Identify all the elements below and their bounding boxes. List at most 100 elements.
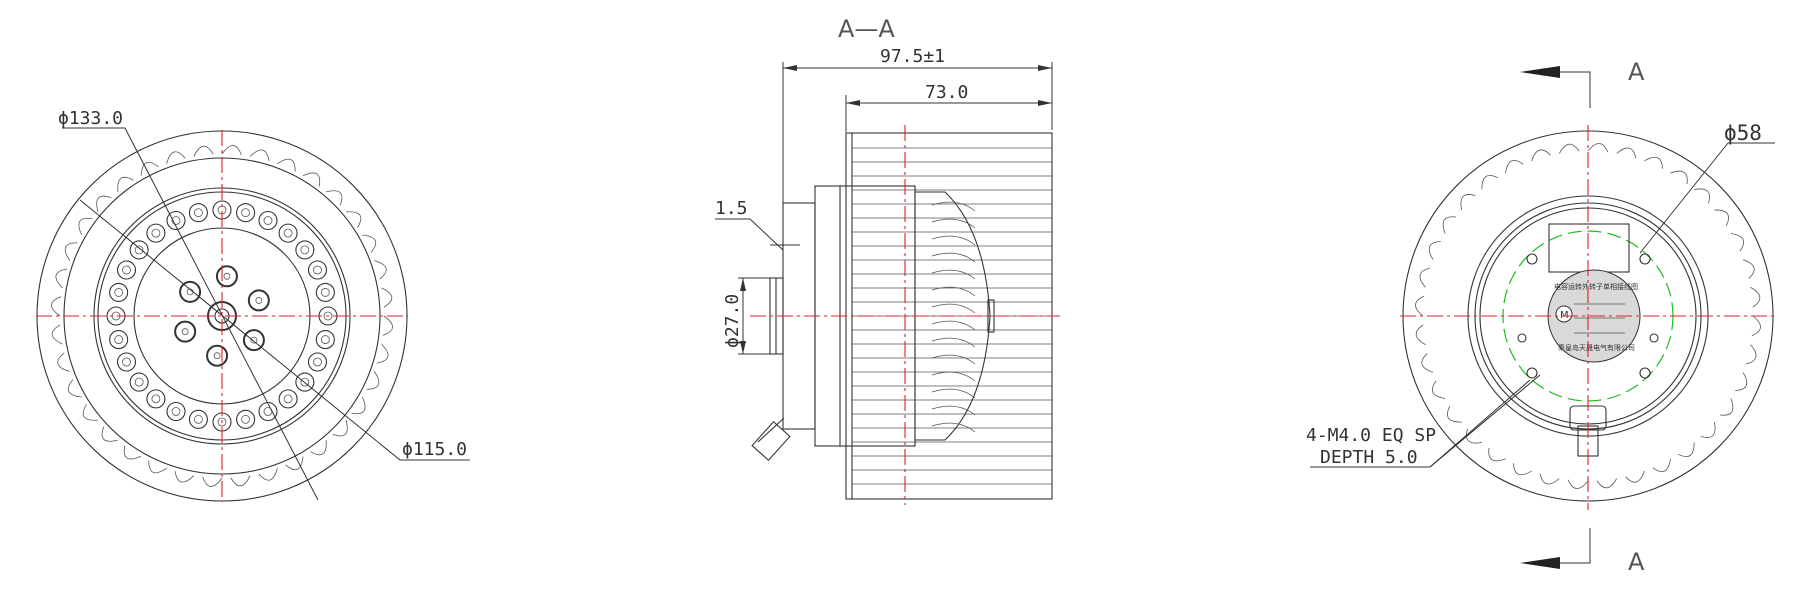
section-dim-overall-arrow-r: [1038, 65, 1052, 71]
blade-pocket: [1700, 421, 1716, 438]
section-dim-hub-text: ϕ27.0: [722, 294, 743, 348]
blade-pocket: [1735, 372, 1748, 391]
right-dim-bolt-circle-text: ϕ58: [1724, 121, 1762, 145]
blade-pocket: [82, 404, 98, 421]
hub-bolt: [206, 344, 229, 367]
section-rotor-cone: [914, 191, 991, 441]
hub-bolt-center: [181, 328, 189, 335]
vent-hole-inner: [241, 208, 250, 218]
blade-pocket: [351, 396, 366, 415]
blade-pocket: [193, 145, 214, 157]
section-dim-flange-leader: [715, 218, 784, 251]
blade-pocket: [101, 426, 118, 442]
blade-pocket: [1742, 259, 1755, 279]
blade-pocket: [1505, 159, 1524, 174]
right-section-mark-top-arrow: [1520, 66, 1560, 78]
vent-hole: [258, 401, 278, 422]
vent-hole: [278, 223, 298, 243]
vent-hole-inner: [263, 216, 273, 225]
blade-pocket: [1670, 170, 1688, 185]
blade-pocket: [285, 456, 304, 471]
vent-hole-inner: [114, 288, 124, 297]
vent-hole: [188, 203, 208, 223]
blade-pocket: [302, 172, 321, 187]
right-hole-2: [1639, 253, 1651, 265]
vent-hole-inner: [151, 394, 161, 404]
right-section-mark-bottom: A: [1628, 548, 1645, 576]
section-dim-hub-arrow-t: [740, 278, 746, 291]
blade-pocket: [67, 379, 82, 398]
blade-pocket: [346, 211, 362, 228]
blade-pocket: [1415, 295, 1425, 317]
hub-bolt-center: [250, 336, 258, 344]
rotor-fin: [931, 320, 976, 331]
section-dim-overall-arrow-l: [783, 65, 797, 71]
section-view: A—A 97.5±1 73.0: [715, 15, 1060, 505]
blade-pocket: [51, 296, 62, 317]
hub-bolt: [179, 280, 202, 303]
left-view: ϕ133.0 ϕ115.0: [36, 108, 470, 502]
vent-hole-inner: [134, 245, 144, 255]
blade-pocket: [96, 195, 112, 212]
blade-pocket: [1750, 286, 1761, 308]
blade-pocket: [332, 420, 348, 437]
blade-pocket: [57, 352, 70, 372]
blade-pocket: [249, 149, 270, 162]
blade-pocket: [166, 151, 186, 164]
vent-hole-inner: [283, 394, 293, 404]
vent-hole: [295, 240, 315, 260]
right-hole-3: [1526, 367, 1538, 379]
right-screw-left: [1517, 333, 1527, 343]
vent-hole-inner: [241, 414, 250, 424]
section-dim-impeller-text: 73.0: [925, 82, 968, 103]
blade-pocket: [78, 217, 93, 236]
blade-pocket: [1559, 143, 1580, 154]
blade-pocket: [1644, 156, 1663, 169]
blade-pocket: [230, 475, 251, 487]
right-screw-right: [1649, 333, 1659, 343]
blade-pocket: [1719, 398, 1734, 416]
left-dim-inner-leader: [79, 199, 470, 461]
blade-pocket: [1652, 458, 1671, 473]
blade-pocket: [277, 158, 296, 172]
blade-pocket: [1567, 479, 1589, 489]
blade-pocket: [1693, 188, 1710, 204]
right-label-plate-maker: 秦皇岛天晟电气有限公司: [1558, 343, 1635, 352]
vent-hole: [188, 409, 208, 429]
blade-pocket: [202, 476, 223, 487]
blade-pocket: [1421, 353, 1434, 373]
right-view: M 电容运转外转子单相接线图 秦皇岛天晟电气有限公司 A A ϕ58 4-M4.…: [1306, 58, 1776, 576]
vent-hole-inner: [283, 228, 293, 238]
blade-pocket: [258, 468, 278, 481]
blade-pocket: [366, 371, 380, 390]
right-label-plate-title: 电容运转外转子单相接线图: [1554, 282, 1638, 291]
blade-pocket: [1751, 315, 1761, 337]
blade-pocket: [123, 445, 142, 460]
rotor-fin: [931, 303, 976, 314]
blade-pocket: [1488, 447, 1506, 462]
hub-bolt: [215, 265, 238, 288]
blade-pocket: [362, 234, 377, 253]
section-cable-gland: [751, 417, 791, 462]
right-section-mark-bottom-line: [1560, 528, 1591, 564]
hub-bolt: [247, 289, 270, 312]
blade-pocket: [310, 440, 327, 456]
vent-hole: [109, 330, 129, 350]
left-dim-outer-text: ϕ133.0: [58, 108, 123, 129]
right-note-line2: DEPTH 5.0: [1320, 447, 1418, 468]
section-title: A—A: [838, 15, 895, 43]
left-impeller-blades: [51, 145, 393, 487]
vent-hole: [129, 372, 149, 392]
vent-hole: [146, 223, 166, 243]
blade-pocket: [1415, 324, 1426, 346]
vent-hole: [146, 389, 166, 409]
blade-pocket: [1431, 380, 1446, 399]
vent-hole-inner: [300, 245, 310, 255]
blade-pocket: [376, 343, 389, 364]
blade-pocket: [1677, 442, 1695, 457]
rotor-fin: [931, 388, 976, 399]
hub-bolt-center: [223, 272, 231, 280]
left-mounting-bolts: [174, 265, 270, 367]
blade-pocket: [221, 145, 242, 156]
